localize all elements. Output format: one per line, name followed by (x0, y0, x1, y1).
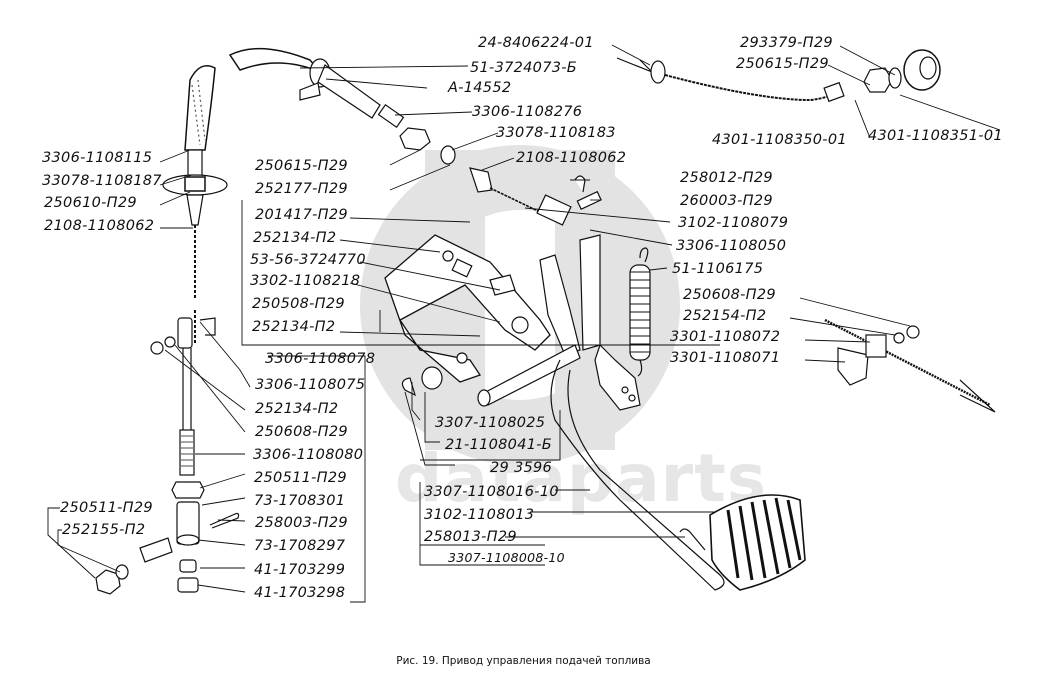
part-label: 3102-1108013 (424, 507, 535, 523)
part-label: 3301-1108072 (670, 329, 781, 345)
ball-joint-assembly (95, 481, 240, 595)
part-label: 2108-1108062 (44, 218, 155, 234)
part-label: 258012-П29 (680, 170, 773, 186)
part-label: 250608-П29 (255, 424, 348, 440)
part-label: 3306-1108080 (253, 447, 364, 463)
part-label: 53-56-3724770 (250, 252, 366, 268)
part-label: 3302-1108218 (250, 273, 361, 289)
part-label: 33078-1108183 (496, 125, 616, 141)
return-spring (629, 247, 651, 377)
part-label: 252154-П2 (683, 308, 767, 324)
part-label: 3306-1108115 (42, 150, 153, 166)
part-label: 252134-П2 (253, 230, 337, 246)
part-label: 3102-1108079 (678, 215, 789, 231)
part-label: 51-1106175 (672, 261, 764, 277)
part-label: 293379-П29 (740, 35, 833, 51)
part-label: 250511-П29 (60, 500, 153, 516)
accelerator-pedal-pad (679, 494, 806, 591)
part-label: 252134-П2 (252, 319, 336, 335)
top-cable-assembly (228, 47, 572, 226)
part-label: 21-1108041-Б (445, 437, 553, 453)
part-label: 260003-П29 (680, 193, 773, 209)
left-cable-assembly (150, 65, 228, 476)
part-label: 252155-П2 (62, 522, 146, 538)
part-label: 3306-1108075 (255, 377, 366, 393)
part-label: 3307-1108016-10 (424, 484, 559, 500)
part-label: 250615-П29 (255, 158, 348, 174)
leader-lines (47, 44, 1001, 603)
part-label: 41-1703298 (254, 585, 346, 601)
part-label: 3306-1108050 (676, 238, 787, 254)
part-label: 4301-1108350-01 (712, 132, 847, 148)
part-label: 201417-П29 (255, 207, 348, 223)
part-label: 250610-П29 (44, 195, 137, 211)
part-label: 24-8406224-01 (478, 35, 594, 51)
part-label: 3301-1108071 (670, 350, 781, 366)
part-label: 51-3724073-Б (470, 60, 578, 76)
part-label: 258003-П29 (255, 515, 348, 531)
part-label: 29 3596 (490, 460, 553, 476)
part-label: 3307-1108025 (435, 415, 546, 431)
part-label: 4301-1108351-01 (868, 128, 1003, 144)
watermark-text: dataparts (395, 440, 768, 517)
part-label: 258013-П29 (424, 529, 517, 545)
part-label: 252177-П29 (255, 181, 348, 197)
part-label: 250615-П29 (736, 56, 829, 72)
part-label: 2108-1108062 (516, 150, 627, 166)
part-label: 252134-П2 (255, 401, 339, 417)
part-label: 250608-П29 (683, 287, 776, 303)
part-label: 3306-1108078 (265, 351, 376, 367)
part-label: 41-1703299 (254, 562, 346, 578)
part-label: 73-1708301 (254, 493, 346, 509)
part-label: 73-1708297 (254, 538, 346, 554)
figure-caption: Рис. 19. Привод управления подачей топли… (396, 655, 651, 667)
part-label: 3307-1108008-10 (448, 550, 565, 565)
part-label: 250511-П29 (254, 470, 347, 486)
part-label: 3306-1108276 (472, 104, 583, 120)
part-label: 250508-П29 (252, 296, 345, 312)
right-clip-cable (824, 318, 996, 413)
part-label: А-14552 (448, 80, 512, 96)
choke-cable-assembly (616, 49, 941, 103)
part-label: 33078-1108187 (42, 173, 162, 189)
